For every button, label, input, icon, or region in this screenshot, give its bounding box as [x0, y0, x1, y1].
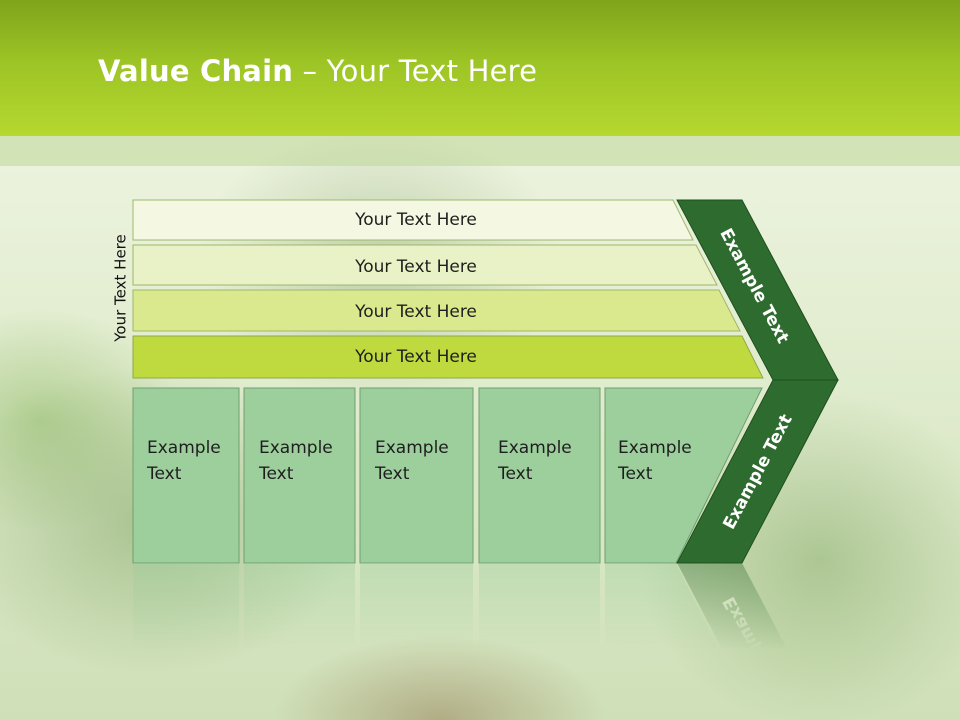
reflection-box-4 [479, 563, 600, 720]
title-bar-band [0, 136, 960, 166]
column-3-label: Example Text [374, 438, 454, 484]
reflection-flip: Example Text Example Text Example Text E… [133, 563, 825, 720]
row-1: Your Text Here [132, 199, 694, 241]
reflection-label-3b: Text [374, 642, 410, 662]
reflection-box-3 [360, 563, 473, 720]
slide-title-bold: Value Chain [98, 54, 294, 88]
side-label: Your Text Here [112, 234, 130, 342]
column-1-label: Example Text [146, 438, 226, 484]
column-4-line2: Text [497, 464, 533, 484]
column-5-label: Example Text [617, 438, 697, 484]
row-4: Your Text Here [132, 335, 764, 379]
slide-title: Value Chain – Your Text Here [98, 54, 537, 88]
chevron-arrow: Example Text Example Text [676, 199, 839, 564]
reflection-label-4b: Text [497, 642, 533, 662]
row-2: Your Text Here [132, 244, 718, 286]
column-3-box [359, 387, 474, 564]
row-4-bar [132, 335, 764, 379]
column-5-line1: Example [618, 438, 692, 458]
row-3: Your Text Here [132, 289, 741, 332]
column-3-line2: Text [374, 464, 410, 484]
column-4: Example Text [478, 387, 601, 564]
row-1-bar [132, 199, 694, 241]
diagram-reflection: Example Text Example Text Example Text E… [133, 563, 825, 720]
column-1-line1: Example [147, 438, 221, 458]
column-2-box [243, 387, 356, 564]
reflection-box-1 [133, 563, 239, 720]
reflection-box-5 [605, 563, 754, 720]
column-1-box [132, 387, 240, 564]
column-5: Example Text [604, 387, 763, 564]
column-2: Example Text [243, 387, 356, 564]
reflection-label-2: Example [259, 668, 333, 688]
reflection-arrow [677, 563, 825, 720]
reflection-label-5b: Text [617, 642, 653, 662]
row-3-bar [132, 289, 741, 332]
column-2-label: Example Text [258, 438, 338, 484]
title-bar [0, 0, 960, 136]
column-3-line1: Example [375, 438, 449, 458]
column-5-line2: Text [617, 464, 653, 484]
reflection-label-1b: Text [146, 642, 182, 662]
slide-title-rest: – Your Text Here [293, 54, 538, 88]
reflection-label-5: Example [618, 668, 692, 688]
reflection-label-3: Example [375, 668, 449, 688]
column-3: Example Text [359, 387, 474, 564]
column-4-line1: Example [498, 438, 572, 458]
row-1-label: Your Text Here [354, 210, 477, 230]
reflection-box-2 [244, 563, 355, 720]
row-bars: Your Text Here Your Text Here Your Text … [132, 199, 764, 379]
column-cells: Example Text Example Text Example Text E… [132, 387, 763, 564]
row-2-bar [132, 244, 718, 286]
row-3-label: Your Text Here [354, 302, 477, 322]
column-2-line2: Text [258, 464, 294, 484]
column-1-line2: Text [146, 464, 182, 484]
column-1: Example Text [132, 387, 240, 564]
column-4-box [478, 387, 601, 564]
row-4-label: Your Text Here [354, 347, 477, 367]
reflection-label-4: Example [498, 668, 572, 688]
row-2-label: Your Text Here [354, 257, 477, 277]
column-4-label: Example Text [497, 438, 577, 484]
column-2-line1: Example [259, 438, 333, 458]
reflection-label-1: Example [147, 668, 221, 688]
reflection-label-2b: Text [258, 642, 294, 662]
